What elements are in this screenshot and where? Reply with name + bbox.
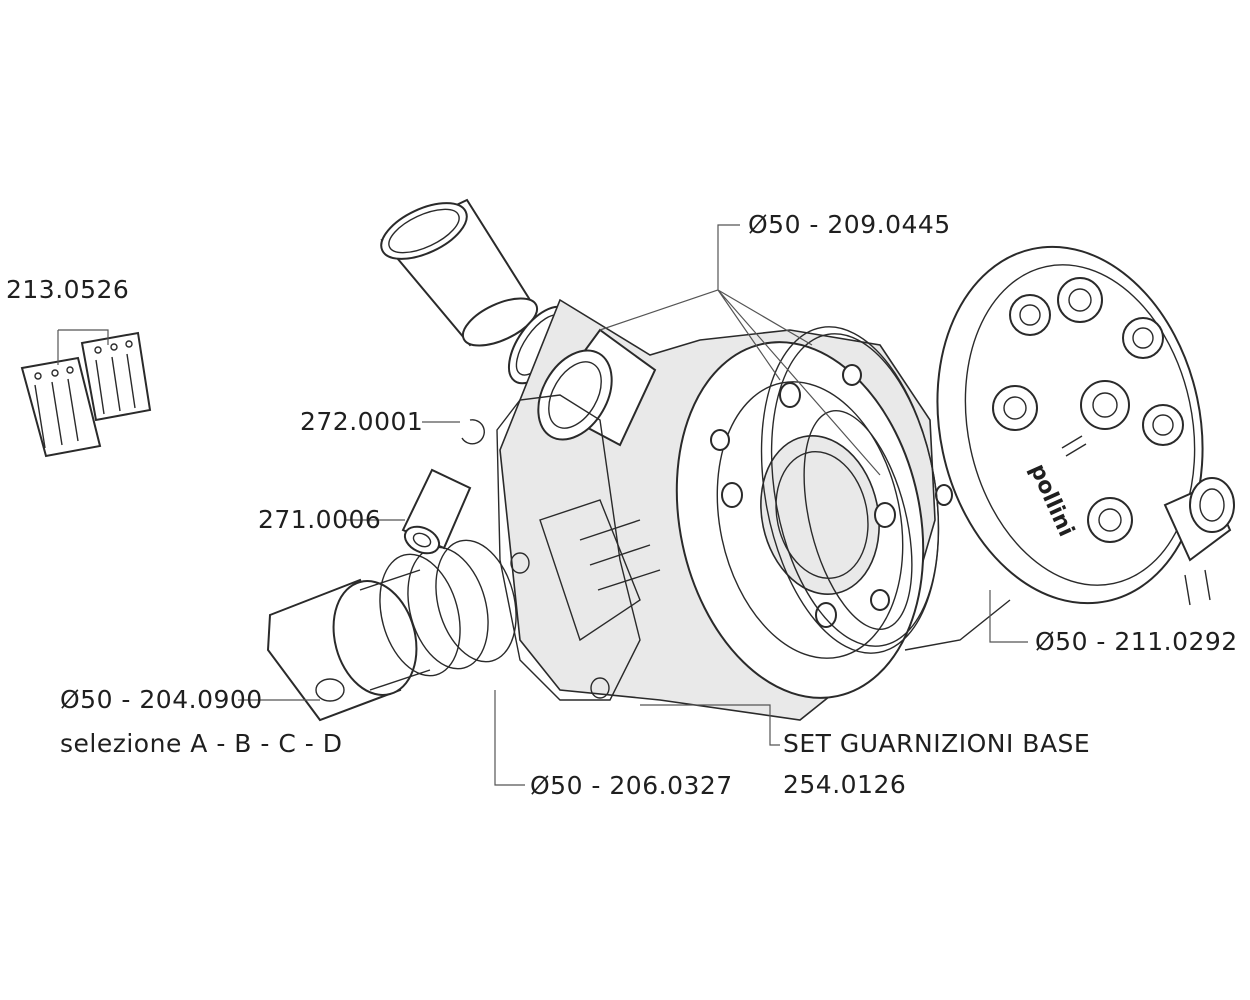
cylinder-head: pollini — [936, 245, 1235, 606]
label-piston-rings: Ø50 - 206.0327 — [530, 771, 733, 800]
label-base-gasket-set-code: 254.0126 — [783, 770, 906, 799]
base-gasket — [496, 394, 641, 701]
label-base-gasket-set: SET GUARNIZIONI BASE — [783, 729, 1090, 758]
part-labels: 213.0526 Ø50 - 209.0445 272.0001 271.000… — [6, 210, 1238, 800]
label-cylinder-gaskets: Ø50 - 209.0445 — [748, 210, 951, 239]
label-piston: Ø50 - 204.0900 — [60, 685, 263, 714]
label-piston-selection: selezione A - B - C - D — [60, 729, 342, 758]
piston-pin — [401, 468, 472, 555]
label-piston-pin: 271.0006 — [258, 505, 381, 534]
reed-valve-petals — [20, 331, 152, 458]
intake-sleeve — [380, 198, 539, 347]
leader-lines — [57, 224, 1028, 786]
piston — [266, 569, 431, 722]
circlip — [461, 419, 485, 445]
label-circlip: 272.0001 — [300, 407, 423, 436]
label-reed-valve: 213.0526 — [6, 275, 129, 304]
label-cylinder-head: Ø50 - 211.0292 — [1035, 627, 1238, 656]
head-gasket-orings — [760, 326, 1011, 654]
